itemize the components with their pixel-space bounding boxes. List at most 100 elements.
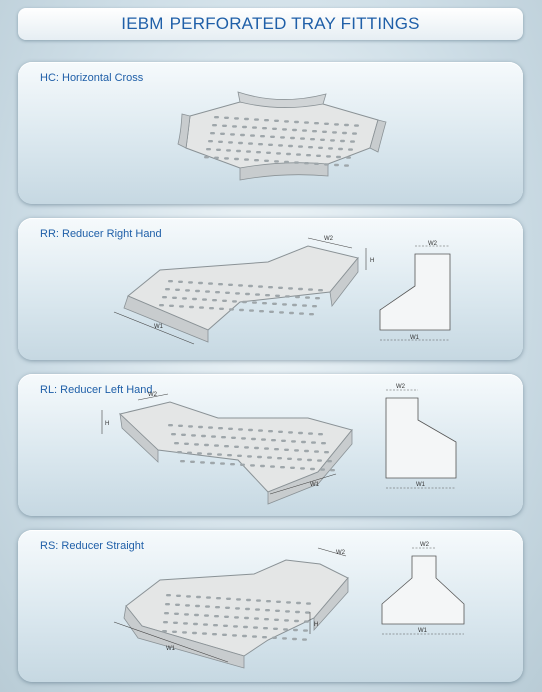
perforation-slot bbox=[242, 125, 247, 129]
perforation-slot bbox=[237, 454, 242, 457]
perforation-slot bbox=[264, 119, 269, 122]
perforation-slot bbox=[216, 148, 221, 151]
perforation-slot bbox=[214, 444, 219, 447]
perforation-slot bbox=[304, 620, 309, 623]
perforation-slot bbox=[271, 439, 276, 442]
reducer-left-hand-profile bbox=[385, 389, 457, 489]
perforation-slot bbox=[244, 446, 249, 449]
perforation-slot bbox=[209, 307, 214, 310]
perforation-slot bbox=[228, 283, 233, 286]
perforation-slot bbox=[275, 609, 280, 612]
perforation-slot bbox=[328, 147, 333, 150]
perforation-slot bbox=[332, 131, 337, 134]
perforation-slot bbox=[281, 439, 286, 442]
perforation-slot bbox=[202, 298, 207, 301]
reducer-left-hand-illustration: H W2 W1 W2 W1 bbox=[101, 384, 457, 505]
fitting-panel-reducer-left-hand: RL: Reducer Left Hand H W2 W1 W2 W1 bbox=[18, 374, 523, 516]
perforation-slot bbox=[264, 618, 269, 621]
perforation-slot bbox=[274, 160, 279, 163]
perforation-slot bbox=[226, 597, 231, 600]
perforation-slot bbox=[326, 155, 331, 158]
reducer-straight-illustration: W1 W2 H W2 W1 bbox=[113, 542, 465, 669]
perforation-slot bbox=[310, 138, 315, 141]
perforation-slot bbox=[226, 149, 231, 152]
dimension-h-label: H bbox=[105, 421, 109, 427]
perforation-slot bbox=[334, 123, 339, 126]
perforation-slot bbox=[159, 304, 164, 307]
perforation-slot bbox=[165, 603, 170, 606]
page-title: IEBM PERFORATED TRAY FITTINGS bbox=[18, 8, 523, 40]
perforation-slot bbox=[282, 303, 287, 306]
perforation-slot bbox=[242, 300, 247, 304]
perforation-slot bbox=[340, 139, 345, 143]
profile-w1-label: W1 bbox=[418, 628, 428, 634]
perforation-slot bbox=[219, 307, 224, 310]
perforation-slot bbox=[222, 124, 227, 127]
perforation-slot bbox=[308, 288, 313, 291]
perforation-slot bbox=[176, 594, 181, 597]
perforation-slot bbox=[352, 132, 357, 135]
perforation-slot bbox=[185, 289, 190, 292]
perforation-slot bbox=[317, 459, 322, 462]
perforation-slot bbox=[289, 311, 294, 315]
perforation-slot bbox=[236, 149, 241, 153]
perforation-slot bbox=[350, 140, 355, 143]
perforation-slot bbox=[297, 458, 302, 461]
perforation-slot bbox=[230, 463, 235, 466]
perforation-slot bbox=[202, 632, 207, 635]
perforation-slot bbox=[205, 290, 210, 293]
dimension-w2-label: W2 bbox=[148, 392, 158, 398]
perforation-slot bbox=[204, 614, 209, 617]
perforation-slot bbox=[163, 621, 168, 624]
dimension-w2-label: W2 bbox=[324, 236, 334, 242]
perforation-slot bbox=[288, 144, 293, 148]
perforation-slot bbox=[265, 294, 270, 297]
perforation-slot bbox=[277, 457, 282, 460]
perforation-slot bbox=[208, 140, 213, 143]
perforation-slot bbox=[318, 146, 323, 149]
perforation-slot bbox=[259, 310, 264, 313]
perforation-slot bbox=[276, 152, 281, 155]
perforation-slot bbox=[321, 442, 326, 445]
perforation-slot bbox=[201, 434, 206, 438]
perforation-slot bbox=[245, 292, 250, 296]
perforation-slot bbox=[255, 293, 260, 296]
perforation-slot bbox=[188, 425, 193, 428]
perforation-slot bbox=[292, 128, 297, 132]
perforation-slot bbox=[258, 429, 263, 432]
perforation-slot bbox=[254, 118, 259, 121]
perforation-slot bbox=[290, 466, 295, 469]
perforation-slot bbox=[234, 157, 239, 161]
perforation-slot bbox=[212, 633, 217, 636]
perforation-slot bbox=[242, 634, 247, 638]
perforation-slot bbox=[189, 305, 194, 309]
perforation-slot bbox=[238, 284, 243, 287]
perforation-slot bbox=[282, 128, 287, 131]
perforation-slot bbox=[307, 458, 312, 462]
perforation-slot bbox=[165, 288, 170, 291]
perforation-slot bbox=[304, 162, 309, 165]
perforation-slot bbox=[306, 154, 311, 157]
perforation-slot bbox=[280, 136, 285, 139]
perforation-slot bbox=[284, 120, 289, 123]
perforation-slot bbox=[284, 448, 289, 451]
perforation-slot bbox=[234, 117, 239, 120]
perforation-slot bbox=[191, 434, 196, 437]
perforation-slot bbox=[260, 135, 265, 138]
perforation-slot bbox=[214, 615, 219, 618]
perforation-slot bbox=[274, 448, 279, 451]
perforation-slot bbox=[192, 631, 197, 635]
perforation-slot bbox=[258, 143, 263, 146]
perforation-slot bbox=[287, 457, 292, 460]
perforation-slot bbox=[241, 437, 246, 440]
perforation-slot bbox=[298, 287, 303, 291]
fitting-panel-horizontal-cross: HC: Horizontal Cross bbox=[18, 62, 523, 204]
perforation-slot bbox=[294, 120, 299, 124]
perforation-slot bbox=[211, 435, 216, 438]
perforation-slot bbox=[268, 286, 273, 289]
perforation-slot bbox=[229, 308, 234, 311]
perforation-slot bbox=[324, 451, 329, 454]
perforation-slot bbox=[232, 125, 237, 128]
perforation-slot bbox=[173, 621, 178, 624]
perforation-slot bbox=[284, 160, 289, 164]
